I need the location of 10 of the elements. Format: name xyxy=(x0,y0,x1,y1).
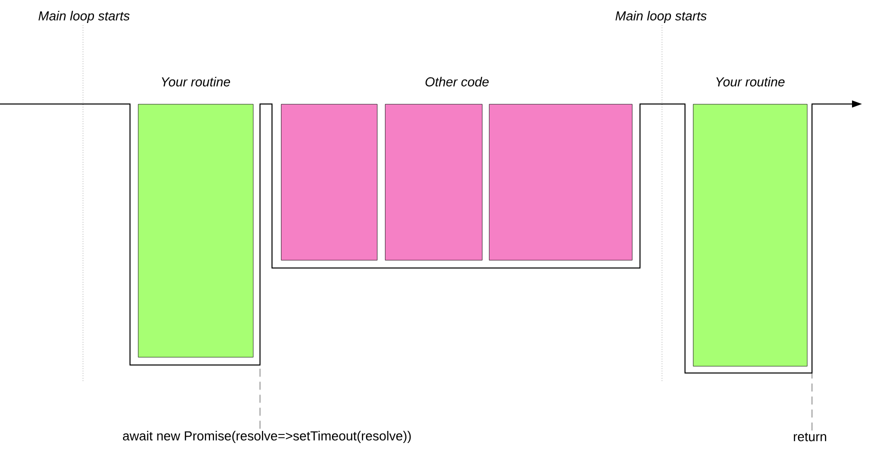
block-heading: Your routine xyxy=(716,76,785,86)
annotation: await new Promise(resolve=>setTimeout(resolve)) xyxy=(122,430,411,444)
annotation: return xyxy=(794,432,826,442)
block-heading: Your routine xyxy=(162,76,230,86)
block xyxy=(489,104,632,260)
block xyxy=(281,104,378,260)
block xyxy=(385,104,482,260)
group-heading: Other code xyxy=(426,76,489,86)
annotation: Main loop starts xyxy=(38,10,130,24)
annotation: Main loop starts xyxy=(616,10,707,24)
